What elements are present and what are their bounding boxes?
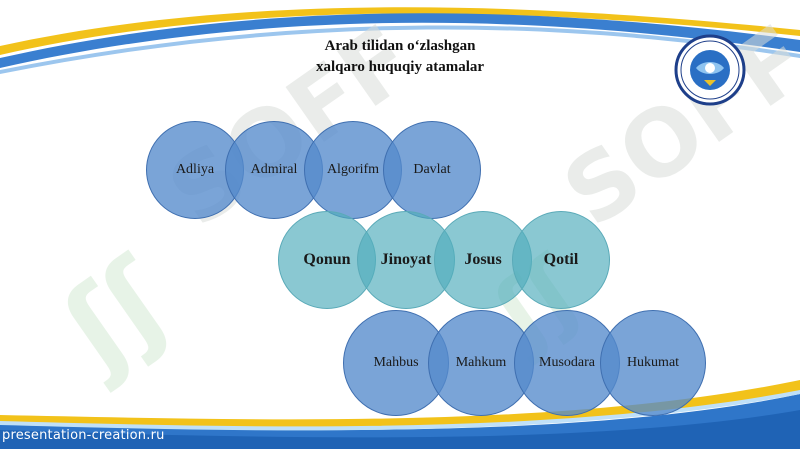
university-emblem-icon <box>674 34 746 106</box>
title-line-1: Arab tilidan o‘zlashgan <box>324 38 476 54</box>
term-circle: Qotil <box>512 211 610 309</box>
slide-title: Arab tilidan o‘zlashgan xalqaro huquqiy … <box>250 36 550 78</box>
title-line-2: xalqaro huquqiy atamalar <box>315 59 485 75</box>
footer-link[interactable]: presentation-creation.ru <box>2 428 165 443</box>
term-circle: Davlat <box>383 121 481 219</box>
term-circle: Hukumat <box>600 310 706 416</box>
